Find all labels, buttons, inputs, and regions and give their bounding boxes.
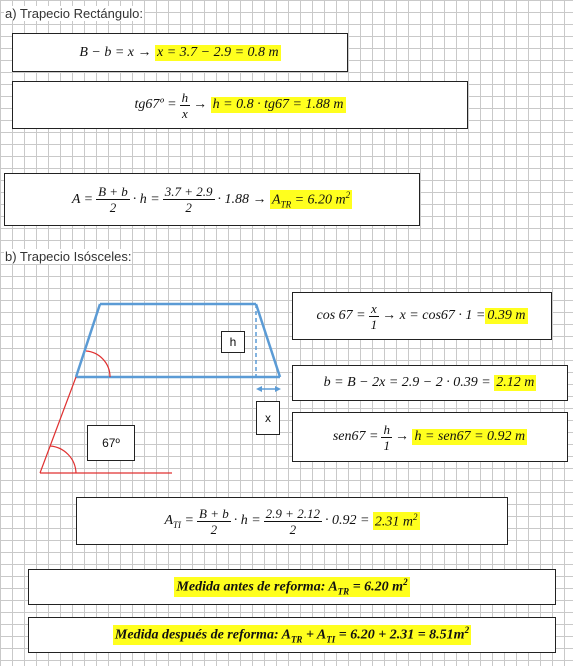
equation-area-isosceles: ATI = B + b 2 · h = 2.9 + 2.12 2 · 0.92 … [76,497,508,545]
fraction-numerator: B + b [197,505,231,522]
summary-before-text: Medida antes de reforma: ATR = 6.20 m2 [174,577,410,597]
equation-x-lhs: B − b = x → [79,44,152,60]
fraction-values: 3.7 + 2.9 2 [162,184,215,215]
fraction-denominator: 2 [210,521,218,537]
summary-before: Medida antes de reforma: ATR = 6.20 m2 [28,569,556,605]
equation-tangent-result: h = 0.8 · tg67 = 1.88 m [210,97,346,113]
angle-construction [39,350,172,474]
fraction-denominator: 2 [185,200,192,215]
fraction-h-over-x: h x [179,89,191,121]
equation-x-result: x = 3.7 − 2.9 = 0.8 m [155,44,281,61]
trapezoid-shape [74,302,282,379]
equation-tangent-lhs: tg67º = [134,97,177,112]
area-rectangle-result: ATR = 6.20 m2 [270,189,353,210]
fraction-sum-bases: B + b 2 [197,506,231,537]
equation-sine: sen67 = h 1 → h = sen67 = 0.92 m [292,412,568,462]
area-mid-1: · h = [132,191,160,207]
fraction-denominator: 1 [383,437,390,453]
fraction-x-over-1: x 1 [368,300,380,332]
fraction-numerator: 2.9 + 2.12 [263,505,322,522]
section-b-heading: b) Trapecio Isósceles: [4,249,133,264]
fraction-numerator: x [368,300,379,317]
fraction-h-over-1: h 1 [381,422,392,453]
area-isosceles-mid-1: · h = [233,513,261,528]
small-base-result: 2.12 m [494,375,537,391]
arrow: → [193,97,208,112]
fraction-denominator: 1 [370,316,378,332]
fraction-numerator: B + b [96,184,130,200]
fraction-numerator: 3.7 + 2.9 [162,184,215,200]
area-isosceles-mid-2: · 0.92 = [324,513,370,528]
fraction-values: 2.9 + 2.12 2 [263,505,322,537]
height-label: h [221,331,245,353]
section-a-heading: a) Trapecio Rectángulo: [4,6,145,21]
cosine-mid: → x = cos67 · 1 = [382,308,486,323]
fraction-denominator: 2 [289,521,297,537]
sine-lhs: sen67 = [332,429,379,444]
angle-label: 67º [87,425,135,461]
fraction-sum-bases: B + b 2 [96,184,130,215]
equation-cosine: cos 67 = x 1 → x = cos67 · 1 = 0.39 m [292,292,552,340]
sine-result: h = sen67 = 0.92 m [412,429,528,445]
area-lhs: A = [71,191,94,207]
fraction-denominator: 2 [109,200,117,215]
fraction-numerator: h [179,89,191,106]
x-dimension-arrow [256,386,281,392]
equation-x: B − b = x → x = 3.7 − 2.9 = 0.8 m [12,33,348,72]
cosine-result: 0.39 m [485,308,528,324]
fraction-denominator: x [182,105,188,121]
summary-after: Medida después de reforma: ATR + ATI = 6… [28,617,556,653]
area-isosceles-lhs: ATI = [164,512,194,530]
summary-after-text: Medida después de reforma: ATR + ATI = 6… [112,625,472,645]
arrow: → [394,429,409,444]
small-base-lhs: b = B − 2x = 2.9 − 2 · 0.39 = [323,375,491,390]
equation-tangent: tg67º = h x → h = 0.8 · tg67 = 1.88 m [12,81,468,129]
x-label: x [256,401,280,435]
fraction-numerator: h [381,421,392,438]
area-isosceles-result: 2.31 m2 [372,511,420,531]
area-mid-2: · 1.88 → [217,191,267,207]
trapezoid-diagram [39,302,282,474]
cosine-lhs: cos 67 = [316,308,366,323]
equation-small-base: b = B − 2x = 2.9 − 2 · 0.39 = 2.12 m [292,365,568,401]
equation-area-rectangle: A = B + b 2 · h = 3.7 + 2.9 2 · 1.88 → A… [4,173,420,226]
